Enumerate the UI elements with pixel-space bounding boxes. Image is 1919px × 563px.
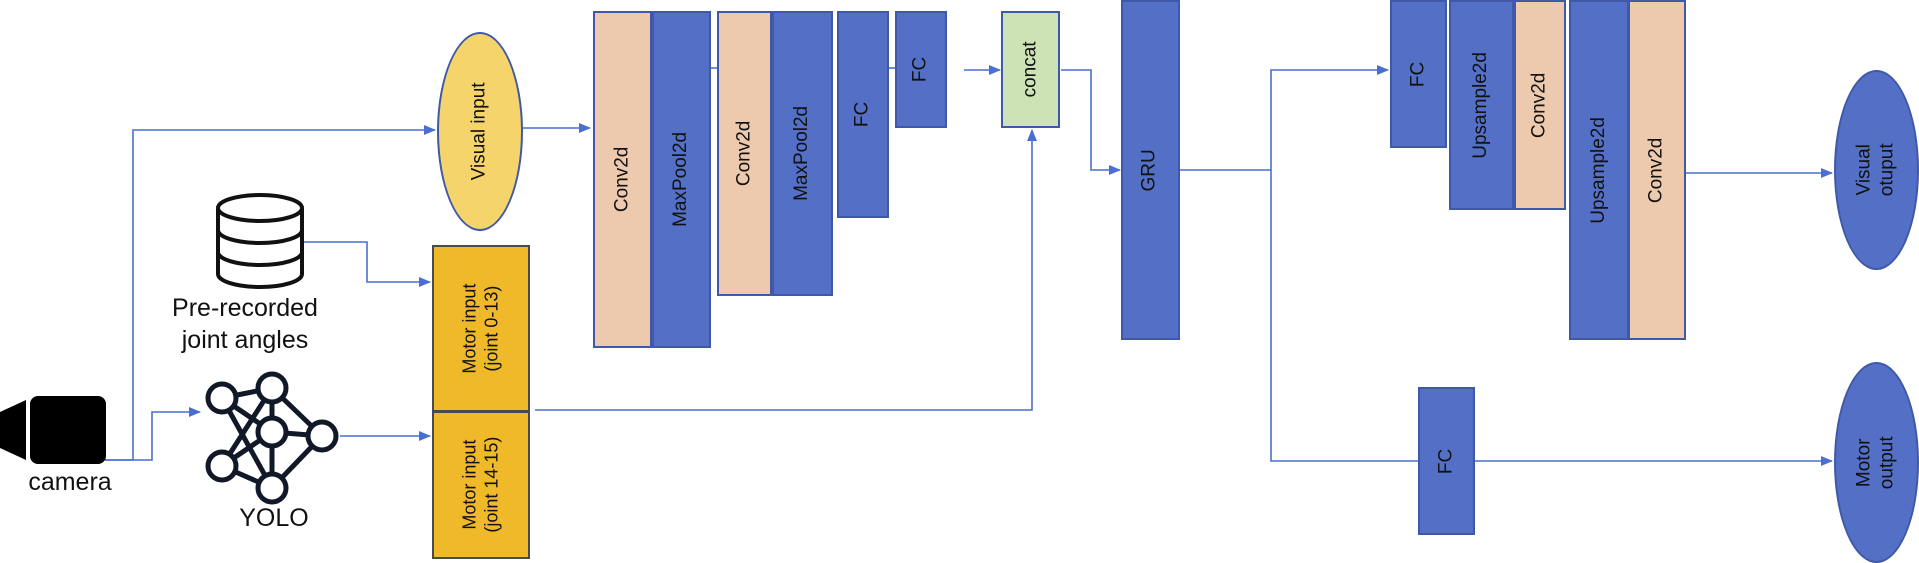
encoder-conv2d-1: Conv2d bbox=[593, 11, 652, 348]
database-icon bbox=[216, 193, 304, 289]
arrow-database-to-motor-input bbox=[300, 241, 431, 287]
decoder-upsample2d-1-label: Upsample2d bbox=[1470, 51, 1492, 159]
motor-output-line1: Motor bbox=[1853, 438, 1875, 487]
database-label-line2: joint angles bbox=[181, 326, 309, 354]
motor-output-node: Motor output bbox=[1834, 362, 1919, 563]
visual-output-node: Visual otuput bbox=[1834, 70, 1919, 270]
encoder-conv2d-2-label: Conv2d bbox=[733, 120, 755, 187]
camera-label: camera bbox=[28, 468, 112, 496]
encoder-fc-2-label: FC bbox=[909, 56, 931, 83]
decoder-conv2d-2: Conv2d bbox=[1628, 0, 1686, 340]
database-label: Pre-recorded joint angles bbox=[140, 292, 350, 356]
visual-input-label: Visual input bbox=[468, 82, 490, 181]
arrow-motor-to-concat bbox=[535, 129, 1037, 411]
arrow-concat-to-gru bbox=[1061, 69, 1121, 175]
motor-input-b-line1: Motor input bbox=[459, 439, 480, 531]
decoder-upsample2d-2-label: Upsample2d bbox=[1587, 116, 1609, 224]
encoder-maxpool2d-2-label: MaxPool2d bbox=[791, 105, 813, 202]
visual-output-line1: Visual bbox=[1853, 144, 1875, 196]
motor-output-line2: output bbox=[1876, 436, 1898, 489]
decoder-fc: FC bbox=[1390, 0, 1447, 148]
gru-node: GRU bbox=[1121, 0, 1180, 340]
arrow-gru-to-motor-fc bbox=[1270, 170, 1418, 462]
encoder-fc-1-label: FC bbox=[851, 101, 873, 128]
decoder-conv2d-1: Conv2d bbox=[1514, 0, 1566, 210]
motor-input-joint-14-15: Motor input (joint 14-15) bbox=[432, 411, 530, 559]
encoder-conv2d-1-label: Conv2d bbox=[611, 146, 633, 213]
encoder-maxpool2d-2: MaxPool2d bbox=[772, 11, 833, 296]
yolo-label: YOLO bbox=[239, 504, 309, 532]
visual-input-node: Visual input bbox=[437, 32, 523, 231]
motor-decoder-fc-label: FC bbox=[1435, 448, 1457, 474]
neural-network-icon bbox=[205, 371, 339, 505]
database-label-line1: Pre-recorded bbox=[172, 294, 318, 322]
gru-label: GRU bbox=[1139, 148, 1161, 192]
motor-input-a-line2: (joint 0-13) bbox=[480, 285, 501, 372]
decoder-fc-label: FC bbox=[1407, 61, 1429, 87]
encoder-maxpool2d-1: MaxPool2d bbox=[652, 11, 711, 348]
motor-input-joint-0-13: Motor input (joint 0-13) bbox=[432, 245, 530, 412]
arrow-camera-to-yolo bbox=[105, 407, 201, 461]
motor-input-a-line1: Motor input bbox=[459, 283, 480, 374]
camera-icon bbox=[0, 396, 106, 464]
encoder-conv2d-2: Conv2d bbox=[717, 11, 772, 296]
motor-input-b-line2: (joint 14-15) bbox=[481, 436, 502, 534]
motor-decoder-fc: FC bbox=[1418, 387, 1475, 535]
decoder-conv2d-1-label: Conv2d bbox=[1528, 72, 1550, 138]
decoder-upsample2d-1: Upsample2d bbox=[1449, 0, 1514, 210]
concat-node: concat bbox=[1001, 11, 1060, 128]
arrow-gru-to-visual-fc bbox=[1270, 65, 1389, 170]
decoder-conv2d-2-label: Conv2d bbox=[1645, 137, 1667, 203]
concat-label: concat bbox=[1019, 41, 1041, 98]
decoder-upsample2d-2: Upsample2d bbox=[1569, 0, 1629, 340]
visual-output-line2: otuput bbox=[1876, 143, 1898, 197]
encoder-fc-1: FC bbox=[837, 11, 889, 218]
encoder-maxpool2d-1-label: MaxPool2d bbox=[670, 131, 692, 228]
encoder-fc-2: FC bbox=[895, 11, 947, 128]
